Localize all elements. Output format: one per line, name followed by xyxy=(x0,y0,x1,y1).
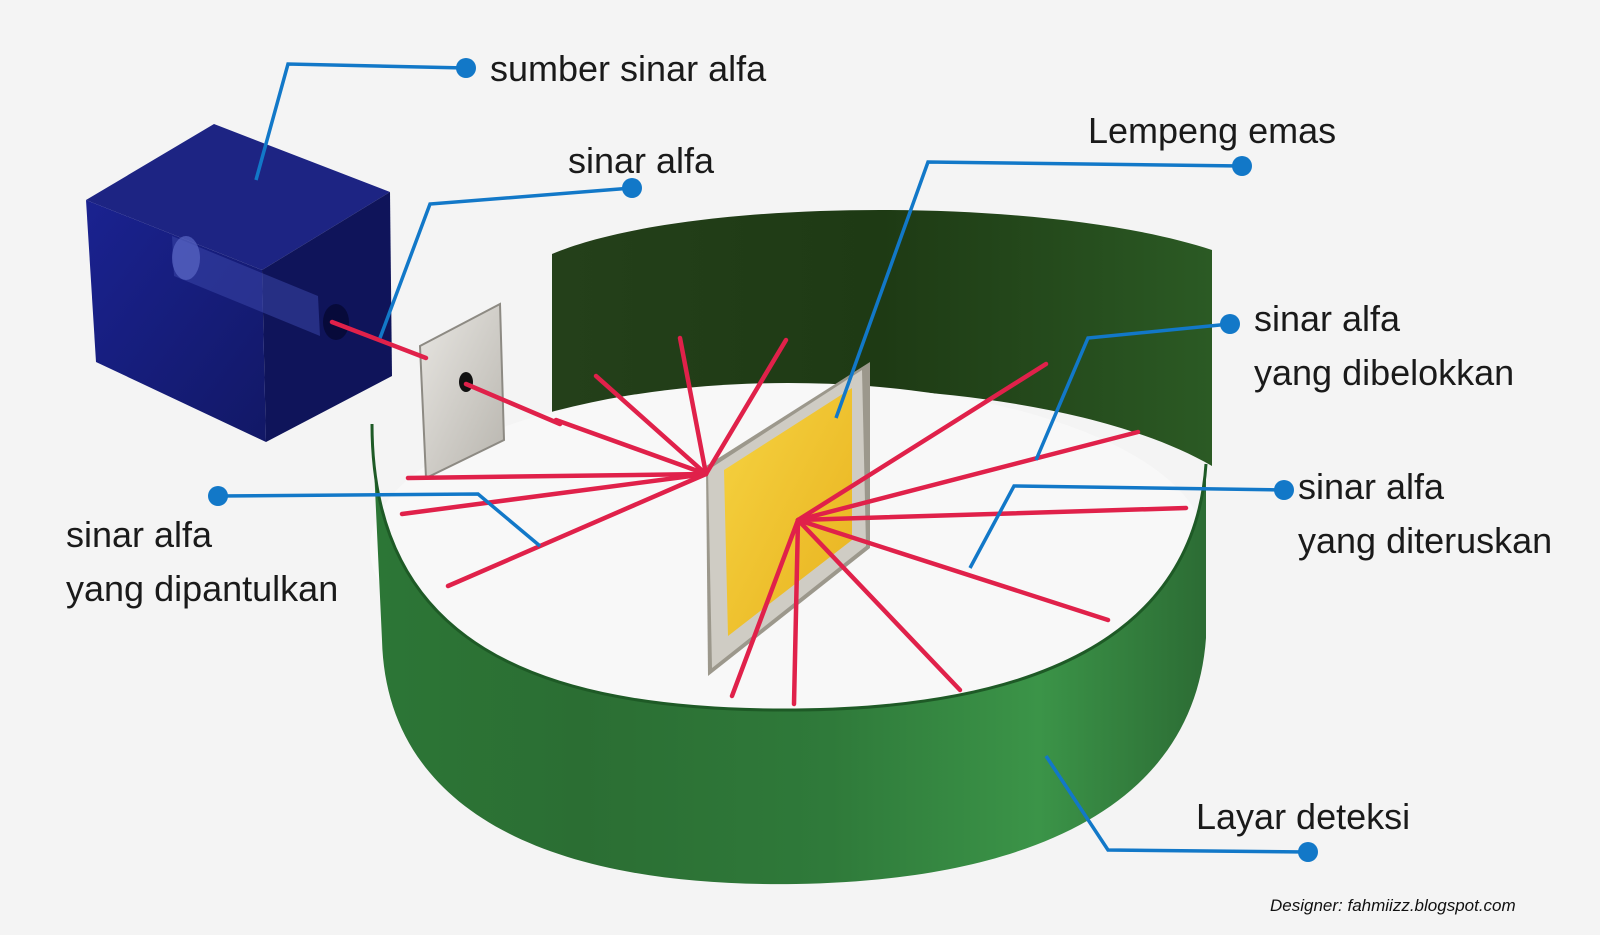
label-gold-foil: Lempeng emas xyxy=(1088,110,1337,151)
alpha-ray-transmitted xyxy=(795,517,1111,623)
alpha-ray-reflected xyxy=(677,335,709,477)
alpha-ray-reflected xyxy=(405,471,709,481)
label-deflected-rays: sinar alfa yang dibelokkan xyxy=(1254,298,1515,393)
alpha-ray-transmitted xyxy=(729,517,801,699)
detection-screen-rim xyxy=(370,423,1208,712)
label-alpha-source: sumber sinar alfa xyxy=(490,48,767,89)
leader-dot-gold-foil xyxy=(1232,156,1252,176)
leader-line-gold-foil xyxy=(834,160,1243,419)
alpha-ray-reflected xyxy=(553,417,709,477)
leader-line-source xyxy=(254,62,467,181)
designer-credit: Designer: fahmiizz.blogspot.com xyxy=(1270,896,1516,915)
detection-screen-back-wall xyxy=(552,209,1212,466)
label-detection-screen: Layar deteksi xyxy=(1196,796,1411,837)
detection-screen-front xyxy=(372,424,1206,885)
alpha-ray-deflected xyxy=(795,429,1141,523)
leader-dot-source xyxy=(456,58,476,78)
leader-dot-deflected xyxy=(1220,314,1240,334)
collimator-plate xyxy=(418,302,506,480)
alpha-ray-reflected xyxy=(703,337,789,477)
leader-dot-reflected xyxy=(208,486,228,506)
leader-line-reflected xyxy=(217,492,542,548)
leader-line-alpha-ray xyxy=(378,186,633,339)
label-alpha-ray: sinar alfa xyxy=(568,140,715,181)
leader-dot-screen xyxy=(1298,842,1318,862)
alpha-source-box xyxy=(86,124,392,442)
gold-foil xyxy=(706,362,870,676)
leader-line-screen xyxy=(1044,755,1309,854)
alpha-ray-transmitted xyxy=(791,517,801,707)
alpha-ray-reflected xyxy=(399,471,709,517)
leader-dot-transmitted xyxy=(1274,480,1294,500)
alpha-ray-reflected xyxy=(593,373,709,477)
leader-line-transmitted xyxy=(968,484,1285,569)
alpha-ray-incident xyxy=(463,381,563,427)
label-transmitted-rays: sinar alfa yang diteruskan xyxy=(1298,466,1553,561)
alpha-ray-incident xyxy=(329,319,429,361)
leader-dot-alpha-ray xyxy=(622,178,642,198)
alpha-ray-transmitted xyxy=(795,517,963,693)
alpha-ray-deflected xyxy=(795,361,1049,523)
label-reflected-rays: sinar alfa yang dipantulkan xyxy=(66,514,339,609)
leader-line-deflected xyxy=(1034,322,1231,461)
alpha-ray-transmitted xyxy=(795,505,1189,523)
alpha-ray-reflected xyxy=(445,471,709,589)
